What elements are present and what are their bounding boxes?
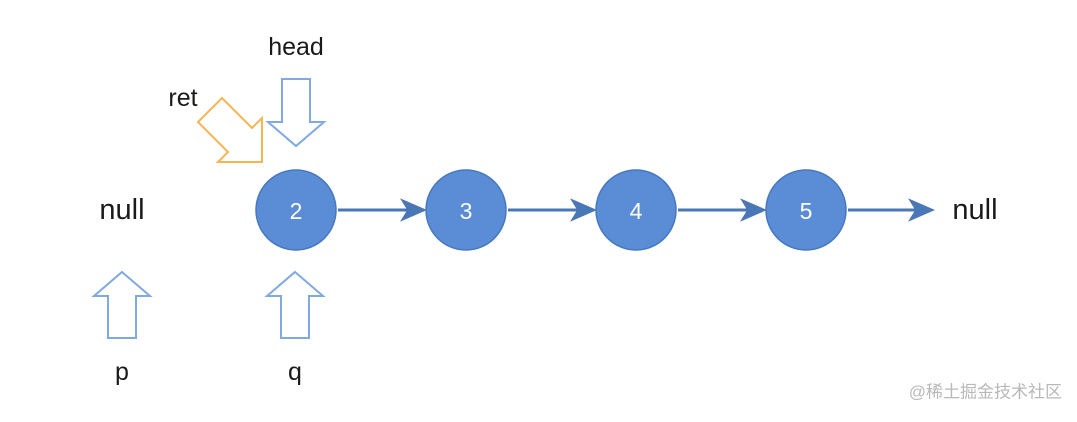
list-node-4[interactable]: 4: [595, 169, 677, 251]
head-block-arrow-icon: [265, 78, 327, 148]
list-node-2[interactable]: 2: [255, 169, 337, 251]
node-circle: [255, 169, 337, 251]
pointer-ret: ret: [168, 84, 263, 163]
pointer-p: p: [91, 270, 153, 386]
node-value-label: 5: [800, 198, 813, 224]
p-pointer-label: p: [115, 358, 129, 386]
node-value-label: 4: [630, 198, 643, 224]
node-circle: [595, 169, 677, 251]
node-value-label: 2: [290, 198, 303, 224]
pointer-head: head: [265, 33, 327, 148]
null-label-right: null: [952, 194, 997, 226]
node-circle: [765, 169, 847, 251]
ret-pointer-label: ret: [168, 84, 197, 112]
watermark: @稀土掘金技术社区: [909, 383, 1062, 402]
ret-block-arrow-icon: [196, 96, 263, 163]
node-value-label: 3: [460, 198, 473, 224]
list-node-3[interactable]: 3: [425, 169, 507, 251]
head-pointer-label: head: [268, 33, 324, 61]
q-block-arrow-icon: [264, 270, 326, 339]
list-node-5[interactable]: 5: [765, 169, 847, 251]
p-block-arrow-icon: [91, 270, 153, 339]
pointer-q: q: [264, 270, 326, 386]
null-label-left: null: [99, 194, 144, 226]
node-circle: [425, 169, 507, 251]
q-pointer-label: q: [288, 358, 302, 386]
